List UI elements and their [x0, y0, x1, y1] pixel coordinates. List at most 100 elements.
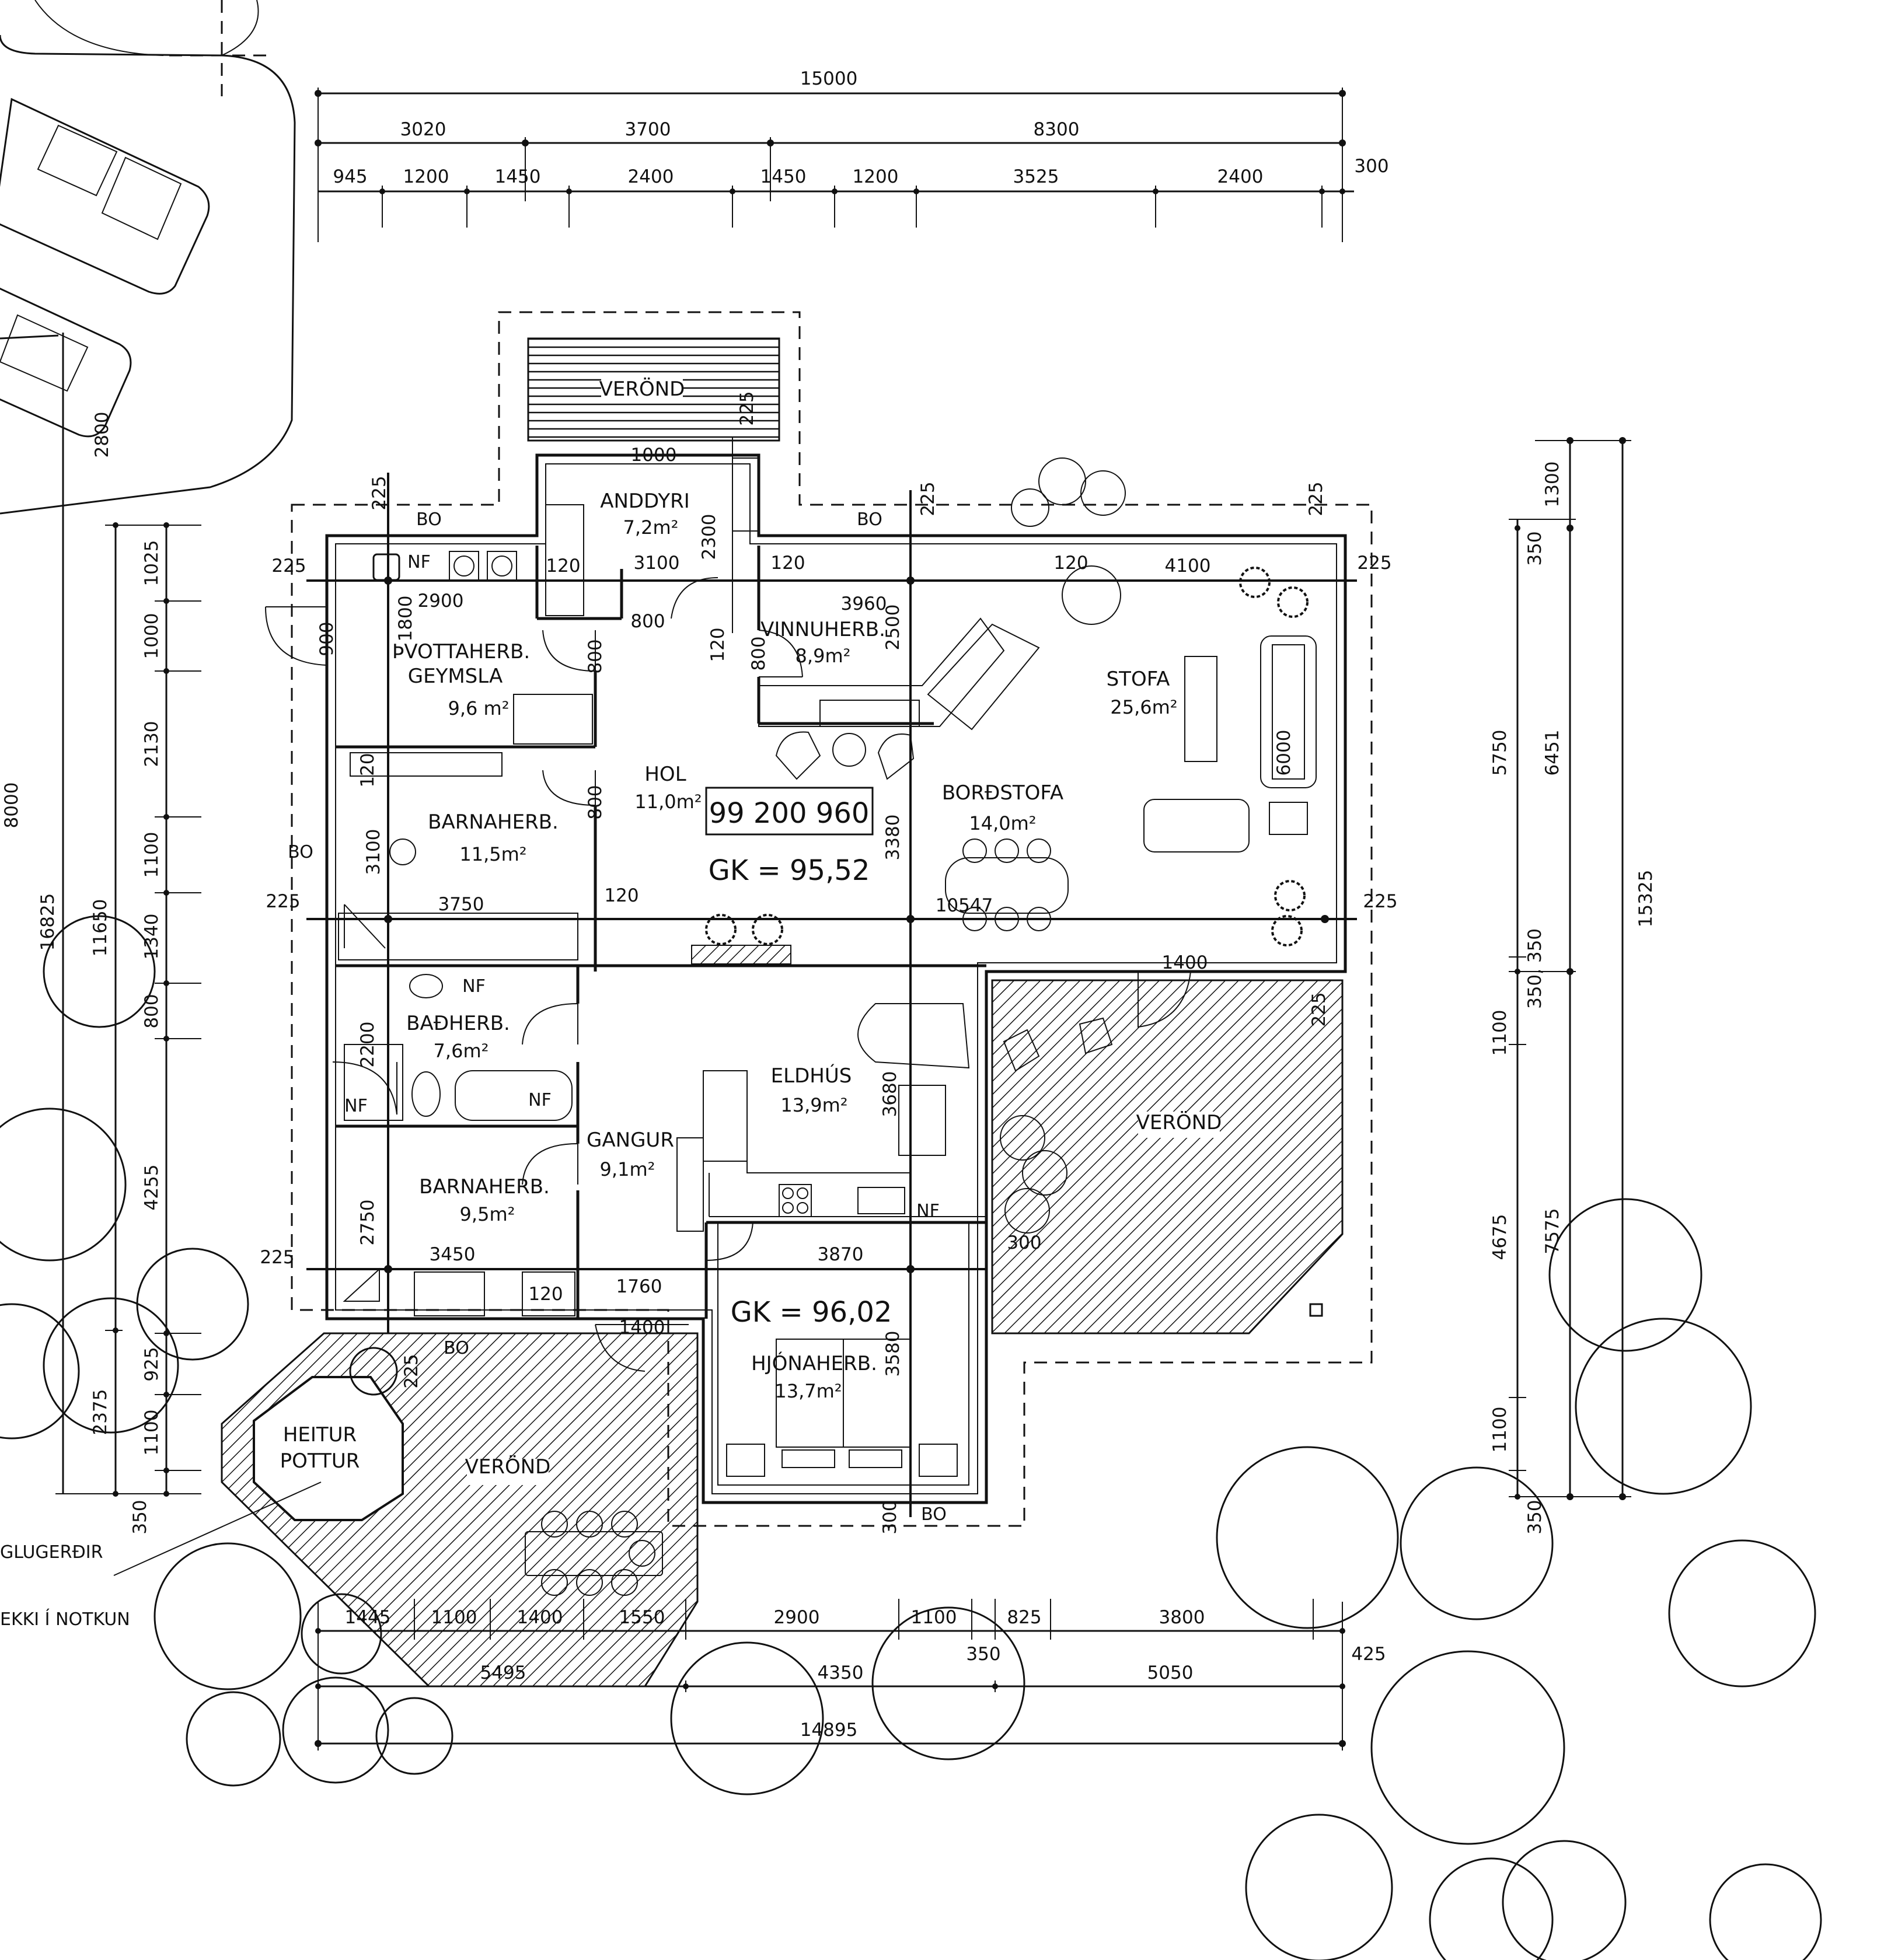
dim-left-seg-3: 2130	[141, 721, 162, 767]
dim-right-c2: 1100	[1489, 1407, 1510, 1453]
dim-top-8: 2400	[1217, 166, 1264, 187]
dim-left-seg-2: 1000	[141, 613, 162, 659]
inner-dim-22: 2200	[357, 1022, 378, 1068]
inner-dim-2: 3100	[634, 553, 680, 574]
area-eldhus: 13,9m²	[780, 1094, 847, 1116]
bo-label-1: BO	[416, 509, 442, 530]
car-1	[0, 97, 210, 295]
interior-walls	[336, 546, 986, 1320]
axis-mark-9: 225	[737, 391, 758, 425]
dim-bottom-row2-3: 5050	[1147, 1662, 1194, 1683]
axis-mark-1: 225	[271, 555, 306, 577]
room-thvottaherb: ÞVOTTAHERB.	[392, 640, 530, 663]
property-number: 99 200 960	[709, 797, 870, 830]
nf-label-3: NF	[344, 1096, 368, 1116]
dim-top-7: 3525	[1013, 166, 1059, 187]
axis-mark-10: 225	[1309, 992, 1330, 1026]
inner-dim-25: 2750	[357, 1200, 378, 1246]
inner-dim-9: 3960	[841, 593, 887, 614]
room-badherb: BAÐHERB.	[406, 1012, 510, 1035]
bo-label-5: BO	[921, 1504, 947, 1525]
dim-right-a3: 7575	[1542, 1208, 1563, 1255]
dim-right-b3: 350, 350	[1524, 928, 1545, 1009]
dim-left-seg-6: 800	[141, 994, 162, 1028]
inner-dim-6: 800	[630, 611, 665, 632]
room-stofa: STOFA	[1107, 668, 1170, 691]
dim-right-c1: 1100	[1489, 1010, 1510, 1056]
inner-dim-12: 120	[546, 555, 580, 577]
axis-mark-4: 225	[1357, 553, 1391, 574]
room-hjonaherb: HJÓNAHERB.	[751, 1351, 877, 1375]
dim-left-sub-b: 2375	[90, 1389, 111, 1435]
dim-bottom-6: 1100	[911, 1607, 957, 1628]
dim-left-total: 16825	[37, 893, 58, 951]
inner-dim-17: 3100	[363, 829, 384, 875]
floor-level-2: GK = 96,02	[731, 1296, 892, 1329]
inner-dim-21: 800	[585, 785, 606, 819]
dim-top-b: 3700	[625, 119, 671, 140]
nf-label-2: NF	[462, 976, 486, 997]
nf-label-5: NF	[916, 1201, 940, 1221]
area-barnaherb-1: 11,5m²	[459, 843, 526, 865]
floor-level-1: GK = 95,52	[709, 854, 870, 887]
inner-dim-15: 120	[707, 627, 728, 662]
area-vinnuherb: 8,9m²	[796, 645, 851, 667]
trees	[0, 915, 1822, 1960]
dim-right-a2: 6451	[1542, 730, 1563, 776]
dim-right-total: 15325	[1635, 870, 1656, 928]
dim-left-seg-10: 350	[130, 1500, 151, 1534]
room-barnaherb-1: BARNAHERB.	[428, 810, 559, 834]
area-barnaherb-2: 9,5m²	[460, 1203, 515, 1225]
inner-dim-7: 800	[585, 639, 606, 673]
inner-dim-31: 300	[1007, 1232, 1041, 1253]
inner-dim-29: 1400	[619, 1317, 665, 1338]
right-veranda	[991, 979, 1344, 1334]
area-bordstofa: 14,0m²	[969, 812, 1036, 834]
inner-dim-19: 3380	[882, 815, 903, 861]
bottom-veranda	[221, 1332, 699, 1688]
dim-top-a: 3020	[400, 119, 446, 140]
dim-top-edge: 300	[1354, 156, 1388, 177]
inner-dim-14: 120	[1053, 553, 1088, 574]
dim-bottom-8: 3800	[1159, 1607, 1205, 1628]
inner-dim-36: 120	[528, 1284, 563, 1305]
dim-top-3: 1450	[495, 166, 541, 187]
room-eldhus: ELDHÚS	[771, 1064, 852, 1088]
inner-dim-32: 300	[880, 1500, 901, 1534]
inner-dim-8: 800	[748, 636, 769, 670]
room-bordstofa: BORÐSTOFA	[942, 781, 1063, 805]
dimensions-top: 15000 3020 3700 8300 945 1200 1450 2400 …	[315, 68, 1389, 242]
bo-label-2: BO	[857, 509, 882, 530]
inner-dim-10: 2500	[882, 605, 903, 651]
dim-bottom-row2-2: 4350	[818, 1662, 864, 1683]
room-hol: HOL	[644, 763, 686, 786]
dim-left-sub-a: 11650	[90, 899, 111, 957]
dim-left-seg-4: 1100	[141, 832, 162, 878]
car-2	[0, 287, 132, 438]
bo-label-3: BO	[288, 842, 313, 862]
dim-left-outer: 8000	[1, 782, 22, 829]
axis-marks: 225 225 225 225 225 225 225 225 225 225 …	[260, 391, 1397, 1388]
inner-dim-11: 4100	[1165, 555, 1211, 577]
dim-right-b2: 5750	[1489, 730, 1510, 776]
inner-dim-35: 120	[604, 885, 639, 906]
room-geymsla: GEYMSLA	[408, 665, 503, 688]
dim-bottom-overall: 14895	[800, 1720, 858, 1741]
dim-left-seg-7: 4255	[141, 1165, 162, 1211]
front-veranda	[527, 337, 780, 442]
room-vinnuherb: VINNUHERB.	[760, 618, 885, 641]
inner-dim-27: 1760	[616, 1276, 662, 1297]
area-gangur: 9,1m²	[600, 1158, 655, 1180]
dim-left-seg-8: 925	[141, 1347, 162, 1381]
dim-right-a1: 1300	[1542, 462, 1563, 508]
room-right-veranda: VERÖND	[1136, 1110, 1222, 1134]
inner-dim-18: 3750	[438, 894, 484, 915]
dim-left-car: 2800	[92, 412, 113, 458]
inner-dim-33: 900	[316, 621, 337, 656]
dim-top-2: 1200	[403, 166, 449, 187]
room-gangur: GANGUR	[587, 1129, 674, 1152]
area-anddyri: 7,2m²	[623, 516, 679, 539]
axis-mark-6: 225	[369, 476, 390, 510]
nf-label-1: NF	[407, 552, 431, 572]
